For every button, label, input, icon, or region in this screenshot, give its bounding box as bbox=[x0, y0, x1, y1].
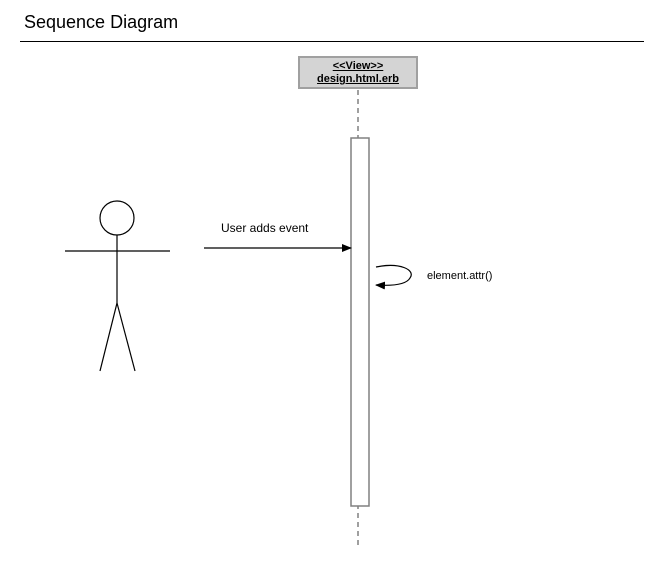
page-title: Sequence Diagram bbox=[24, 12, 179, 32]
message-label-user-adds-event: User adds event bbox=[221, 221, 309, 235]
lifeline-header: <<View>> design.html.erb bbox=[298, 56, 418, 89]
title-divider bbox=[20, 41, 644, 42]
actor-icon bbox=[65, 200, 170, 372]
activation-bar bbox=[350, 137, 370, 507]
message-label-element-attr: element.attr() bbox=[427, 270, 493, 282]
self-message-arrow bbox=[375, 264, 412, 290]
lifeline-name: design.html.erb bbox=[317, 73, 399, 85]
lifeline-stereotype: <<View>> bbox=[332, 60, 384, 72]
